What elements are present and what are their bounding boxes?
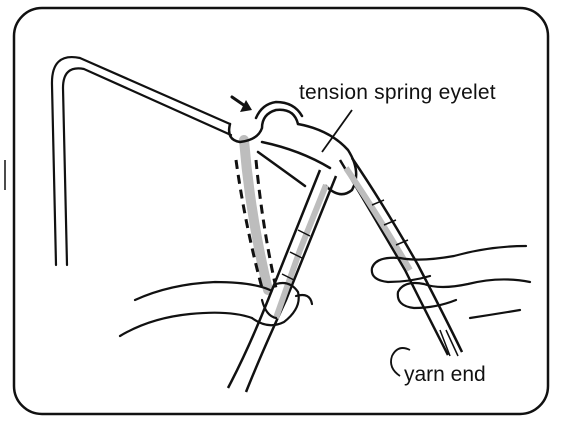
label-tension-spring-eyelet: tension spring eyelet <box>299 82 496 103</box>
bent-wire-rod <box>52 57 231 265</box>
back-yarn-strand <box>236 140 276 290</box>
label-yarn-end: yarn end <box>404 364 486 385</box>
front-yarn-strand <box>228 170 336 392</box>
arrow-pointer-icon <box>232 97 252 112</box>
right-hand <box>372 246 530 318</box>
eyelet-leader-line <box>322 110 352 152</box>
illustration-frame <box>14 8 548 414</box>
